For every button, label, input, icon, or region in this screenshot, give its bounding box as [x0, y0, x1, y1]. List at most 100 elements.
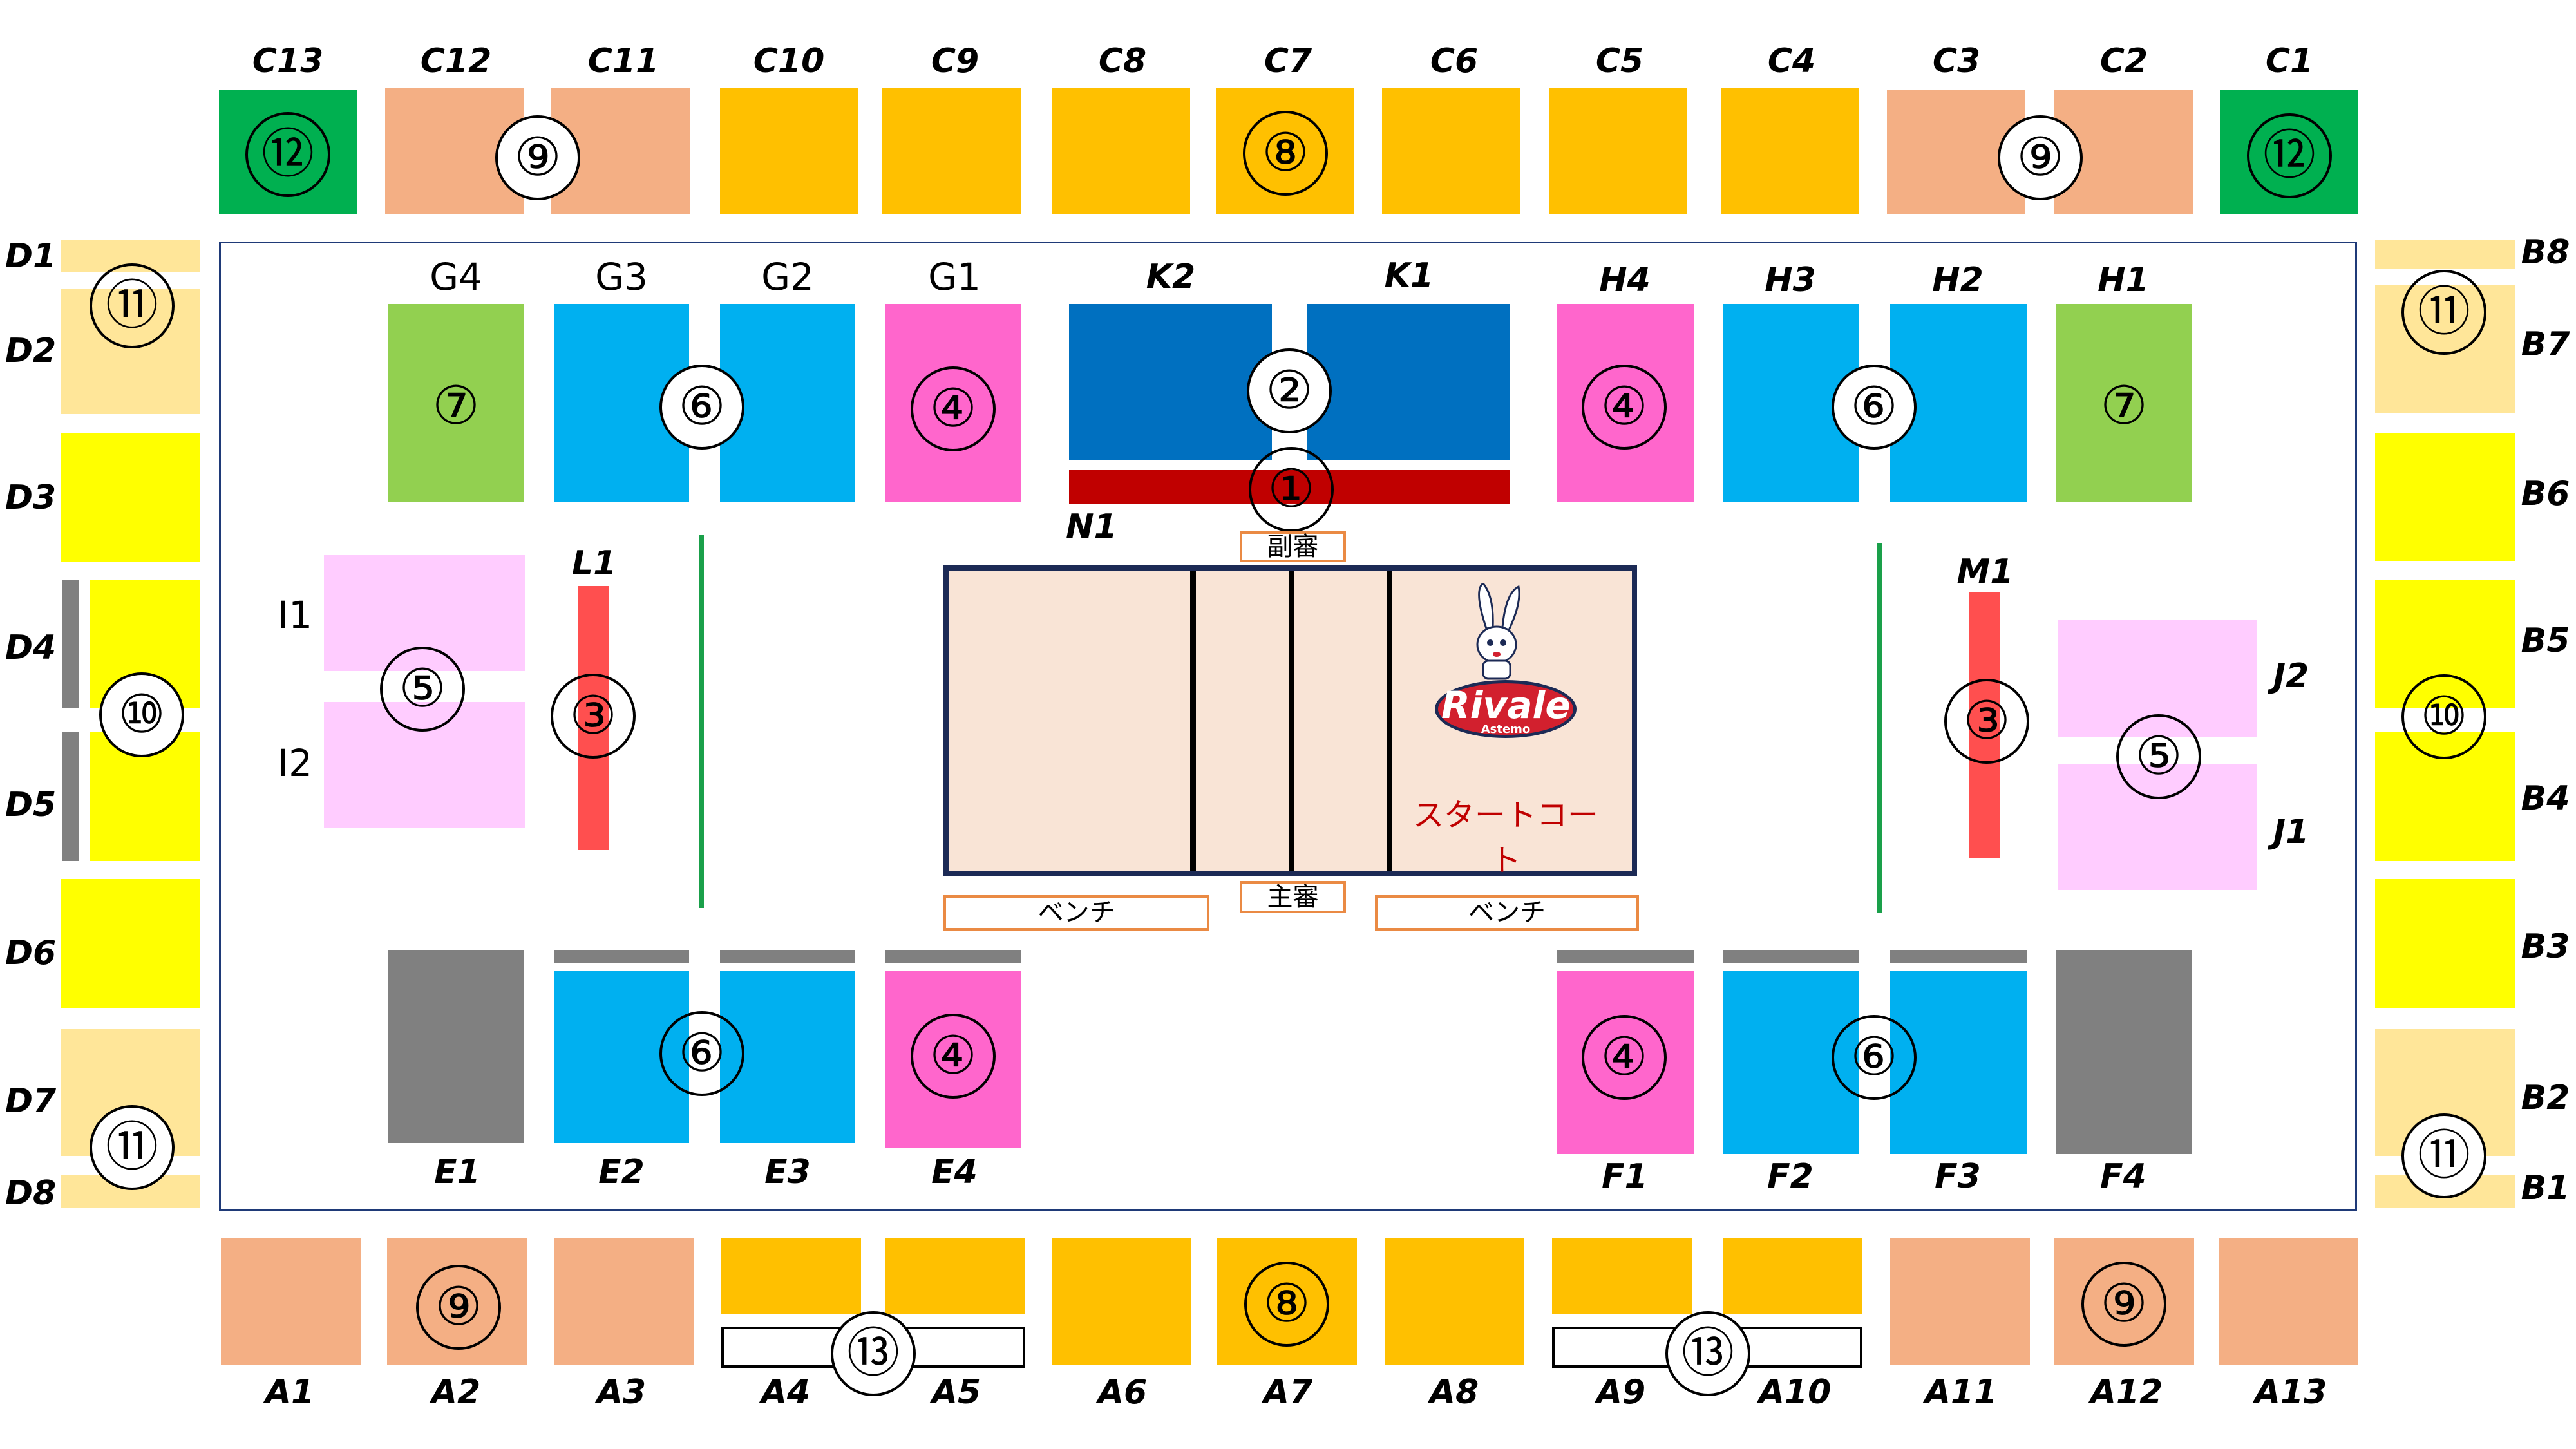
- section-label-i2: I2: [277, 741, 312, 785]
- rivale-logo-text: Rivale: [1441, 683, 1571, 727]
- seat-block-c8[interactable]: [1052, 88, 1190, 214]
- seat-block-k1[interactable]: [1307, 304, 1510, 460]
- rivale-logo: [1435, 680, 1577, 738]
- seat-block-f4[interactable]: [2056, 950, 2192, 1154]
- section-label-c10: C10: [753, 42, 825, 80]
- seat-block-a6[interactable]: [1052, 1238, 1191, 1365]
- rivale-mascot-icon: [1467, 582, 1525, 680]
- section-label-a10: A10: [1758, 1373, 1832, 1412]
- section-label-b2: B2: [2521, 1079, 2570, 1117]
- seat-block-d4-aisle: [62, 580, 79, 708]
- zone-marker-13: ⑬: [1665, 1311, 1750, 1396]
- seat-block-a8[interactable]: [1385, 1238, 1524, 1365]
- section-label-a6: A6: [1097, 1373, 1148, 1412]
- zone-marker-7: ⑦: [432, 375, 480, 437]
- section-label-b1: B1: [2521, 1169, 2570, 1208]
- section-label-a12: A12: [2090, 1373, 2163, 1412]
- seat-block-b6[interactable]: [2375, 433, 2515, 561]
- section-label-d2: D2: [5, 332, 57, 370]
- seat-block-a9[interactable]: [1552, 1238, 1692, 1314]
- zone-marker-9: ⑨: [2081, 1262, 2166, 1347]
- seat-block-f1-rail: [1557, 950, 1694, 963]
- seat-block-b3[interactable]: [2375, 879, 2515, 1008]
- section-label-a9: A9: [1596, 1373, 1646, 1412]
- section-label-h4: H4: [1599, 261, 1651, 299]
- seat-block-e1[interactable]: [388, 950, 524, 1143]
- seat-block-c6[interactable]: [1382, 88, 1520, 214]
- section-label-c11: C11: [587, 42, 659, 80]
- section-label-c4: C4: [1767, 42, 1816, 80]
- seat-block-k2[interactable]: [1069, 304, 1272, 460]
- arena-floor-outline: [219, 242, 2357, 1211]
- zone-marker-8: ⑧: [1243, 111, 1328, 196]
- section-label-g1: G1: [928, 255, 981, 299]
- seat-block-b8[interactable]: [2375, 240, 2515, 269]
- seat-block-a1[interactable]: [221, 1238, 361, 1365]
- section-label-a5: A5: [931, 1373, 981, 1412]
- bench-label-right: ベンチ: [1375, 895, 1639, 931]
- seat-block-a11[interactable]: [1890, 1238, 2030, 1365]
- green-divider-right: [1877, 543, 1882, 913]
- section-label-d5: D5: [5, 786, 57, 824]
- section-label-b6: B6: [2521, 475, 2570, 513]
- section-label-e4: E4: [931, 1153, 978, 1191]
- zone-marker-11: ⑪: [90, 1105, 175, 1190]
- section-label-a13: A13: [2254, 1373, 2327, 1412]
- rivale-logo-subtext: Astemo: [1481, 723, 1531, 736]
- zone-marker-4: ④: [1582, 365, 1667, 450]
- section-label-c2: C2: [2099, 42, 2148, 80]
- zone-marker-7: ⑦: [2100, 375, 2148, 437]
- seat-block-c10[interactable]: [720, 88, 858, 214]
- zone-marker-12: ⑫: [245, 112, 330, 197]
- section-label-a4: A4: [761, 1373, 811, 1412]
- section-label-g2: G2: [761, 255, 814, 299]
- zone-marker-4: ④: [911, 366, 996, 451]
- main-referee-label: 主審: [1240, 881, 1346, 913]
- zone-marker-10: ⑩: [99, 672, 184, 757]
- section-label-i1: I1: [277, 593, 312, 637]
- seat-block-d3[interactable]: [61, 433, 200, 562]
- seat-block-f3-rail: [1890, 950, 2027, 963]
- seat-block-a10[interactable]: [1723, 1238, 1862, 1314]
- zone-marker-12: ⑫: [2247, 113, 2332, 198]
- section-label-b5: B5: [2521, 621, 2570, 660]
- seat-block-a5[interactable]: [886, 1238, 1025, 1314]
- section-label-c7: C7: [1264, 42, 1312, 80]
- seat-block-h1[interactable]: [2056, 304, 2192, 502]
- seat-block-c4[interactable]: [1721, 88, 1859, 214]
- section-label-k1: K1: [1384, 256, 1434, 295]
- zone-marker-1: ①: [1249, 447, 1334, 532]
- assistant-referee-label: 副審: [1240, 531, 1346, 562]
- section-label-b8: B8: [2521, 233, 2570, 272]
- seat-block-a13[interactable]: [2219, 1238, 2358, 1365]
- seat-block-c9[interactable]: [882, 88, 1021, 214]
- zone-marker-6: ⑥: [659, 1011, 744, 1096]
- zone-marker-5: ⑤: [2116, 714, 2201, 799]
- seat-block-e3-rail: [720, 950, 855, 963]
- seat-block-a4[interactable]: [721, 1238, 861, 1314]
- section-label-c5: C5: [1595, 42, 1644, 80]
- section-label-j2: J2: [2273, 657, 2309, 696]
- seat-block-f2-rail: [1723, 950, 1859, 963]
- seat-block-d6[interactable]: [61, 879, 200, 1008]
- section-label-f3: F3: [1935, 1157, 1981, 1196]
- court-attack-line-left: [1190, 571, 1196, 871]
- court-attack-line-right: [1387, 571, 1392, 871]
- seat-block-a3[interactable]: [554, 1238, 694, 1365]
- zone-marker-6: ⑥: [1832, 1015, 1917, 1100]
- zone-marker-8: ⑧: [1244, 1262, 1329, 1347]
- zone-marker-11: ⑪: [90, 263, 175, 348]
- section-label-d7: D7: [5, 1082, 57, 1121]
- zone-marker-9: ⑨: [495, 115, 580, 200]
- section-label-a2: A2: [431, 1373, 481, 1412]
- seat-block-g4[interactable]: [388, 304, 524, 502]
- seat-block-c5[interactable]: [1549, 88, 1687, 214]
- zone-marker-6: ⑥: [659, 365, 744, 450]
- section-label-d6: D6: [5, 934, 57, 972]
- court-net-line: [1289, 571, 1294, 871]
- section-label-f1: F1: [1602, 1157, 1648, 1196]
- zone-marker-4: ④: [911, 1014, 996, 1099]
- section-label-e1: E1: [434, 1153, 480, 1191]
- green-divider-left: [699, 535, 704, 908]
- zone-marker-10: ⑩: [2401, 674, 2486, 759]
